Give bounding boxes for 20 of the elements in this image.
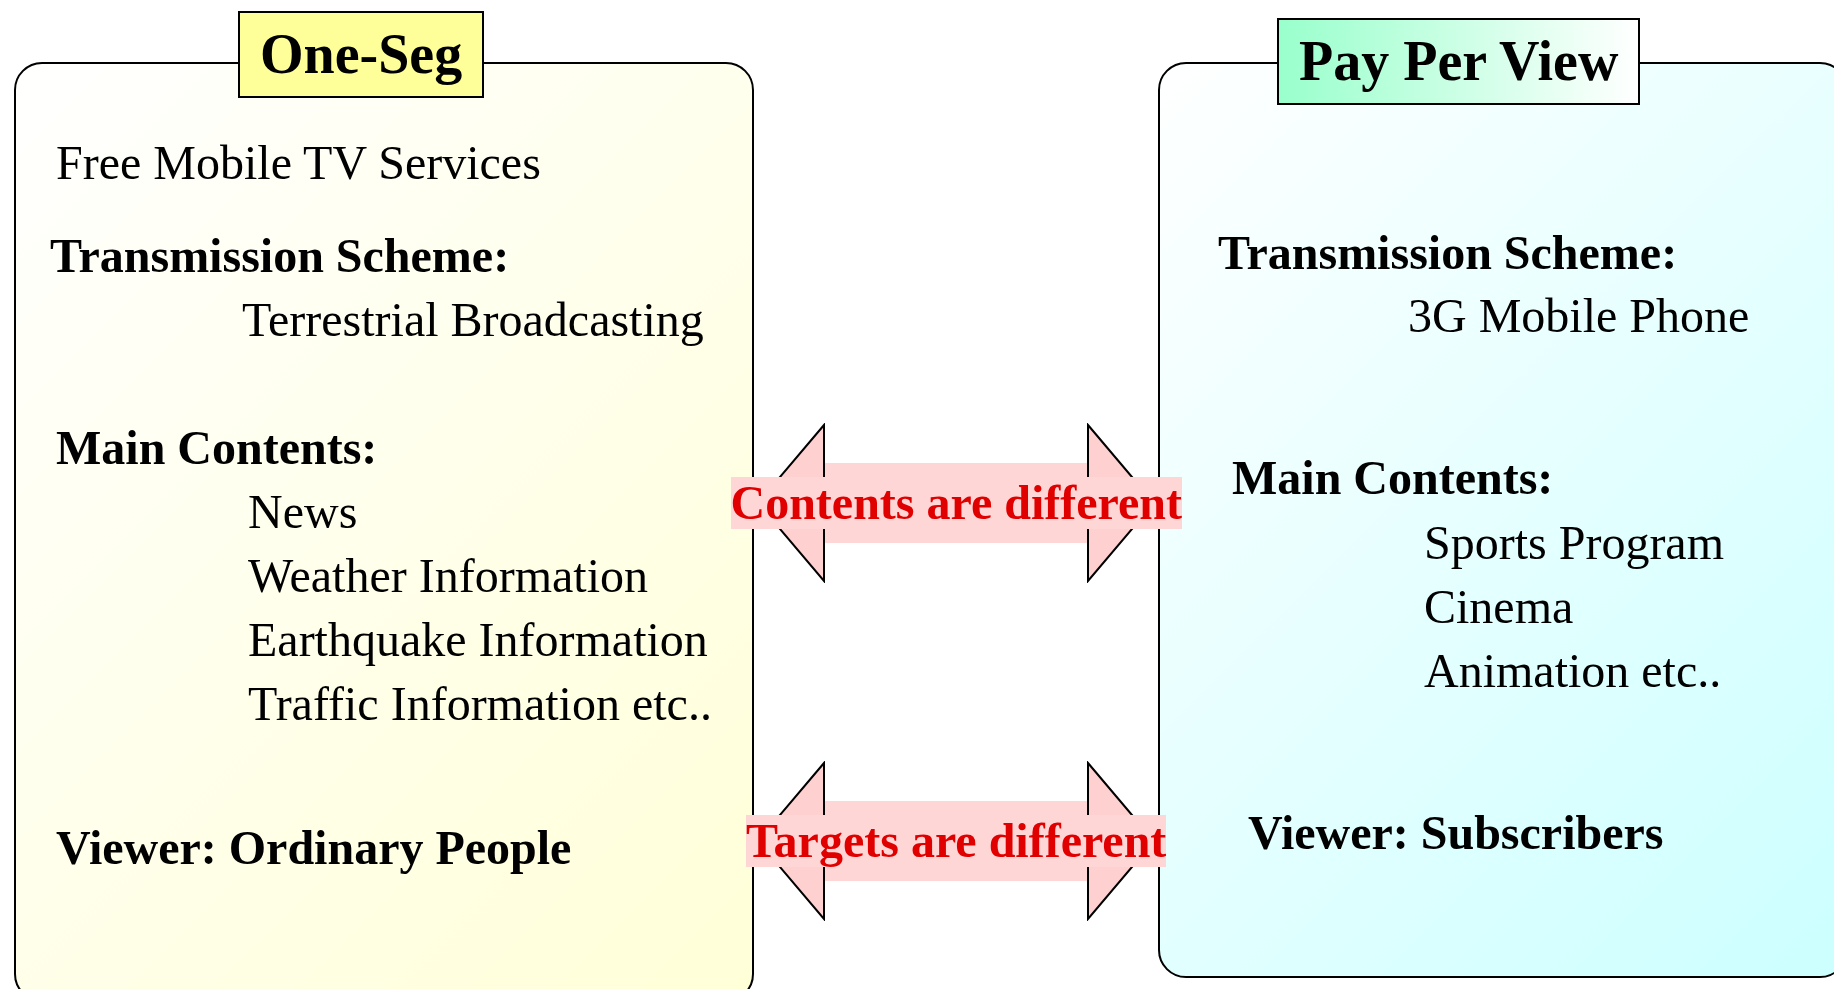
section-heading: Main Contents: [1232,452,1554,505]
section-heading: Transmission Scheme: [50,230,510,283]
list-item: Traffic Information etc.. [248,678,712,731]
list-item: Cinema [1424,581,1574,634]
list-item: News [248,486,358,539]
list-item: Animation etc.. [1424,645,1722,698]
edge-label: Contents are different [730,476,1182,530]
section-heading: Viewer: Subscribers [1248,807,1664,860]
list-item: Earthquake Information [248,614,708,667]
panel-title: Pay Per View [1277,18,1641,106]
list-item: Terrestrial Broadcasting [242,294,704,347]
list-item: 3G Mobile Phone [1408,290,1750,343]
list-item: Free Mobile TV Services [56,137,541,190]
list-item: Weather Information [248,550,648,603]
section-heading: Main Contents: [56,422,378,475]
section-heading: Viewer: Ordinary People [56,822,572,875]
list-item: Sports Program [1424,517,1724,570]
panel-title: One-Seg [238,11,485,99]
section-heading: Transmission Scheme: [1218,227,1678,280]
edge-label: Targets are different [746,814,1167,868]
